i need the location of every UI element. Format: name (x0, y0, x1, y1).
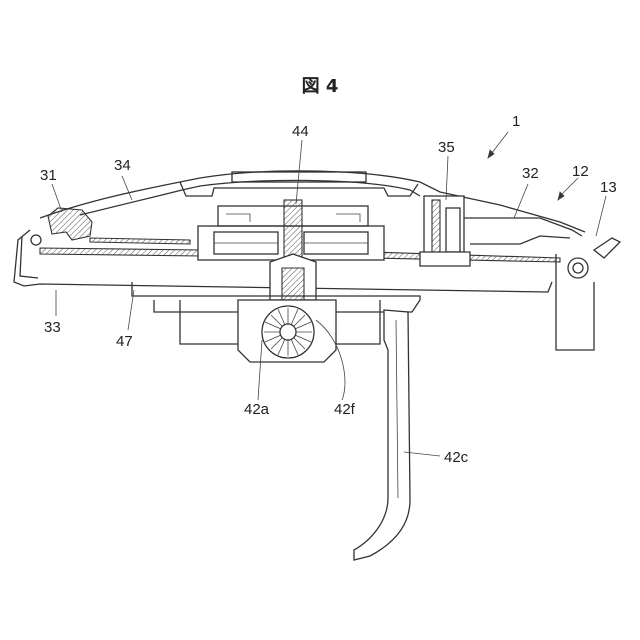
main-plate (40, 248, 200, 256)
lower-left-wall (180, 300, 244, 344)
shaft-core (282, 268, 304, 300)
figure-title: 図 4 (302, 76, 339, 97)
leader-31 (52, 184, 62, 212)
leader-34 (122, 176, 132, 200)
label-35: 35 (438, 139, 455, 156)
right-lever (594, 238, 620, 258)
reference-labels: 1 12 13 31 32 33 34 35 44 47 42a 42f 42c (40, 113, 617, 466)
right-valve-base (420, 252, 470, 266)
handle (354, 310, 410, 560)
left-pin (31, 235, 41, 245)
label-34: 34 (114, 157, 131, 174)
center-shaft (284, 200, 302, 262)
lower-right-wall (334, 300, 380, 344)
right-shelf (464, 218, 582, 236)
leader-12 (560, 178, 578, 196)
label-42a: 42a (244, 401, 270, 418)
label-1: 1 (512, 113, 520, 130)
label-12: 12 (572, 163, 589, 180)
label-31: 31 (40, 167, 57, 184)
inner-plate-left (90, 238, 190, 244)
label-13: 13 (600, 179, 617, 196)
label-42c: 42c (444, 449, 469, 466)
label-44: 44 (292, 123, 309, 140)
right-valve (424, 196, 464, 258)
label-42f: 42f (334, 401, 356, 418)
leader-13 (596, 196, 606, 236)
label-47: 47 (116, 333, 133, 350)
label-32: 32 (522, 165, 539, 182)
right-hinge (568, 258, 588, 278)
right-valve-wall (432, 200, 440, 256)
fan-hub (280, 324, 296, 340)
lid-drawing (14, 171, 620, 560)
label-33: 33 (44, 319, 61, 336)
right-shelf-lower (470, 236, 570, 244)
leader-47 (128, 290, 134, 330)
left-latch (48, 208, 92, 240)
